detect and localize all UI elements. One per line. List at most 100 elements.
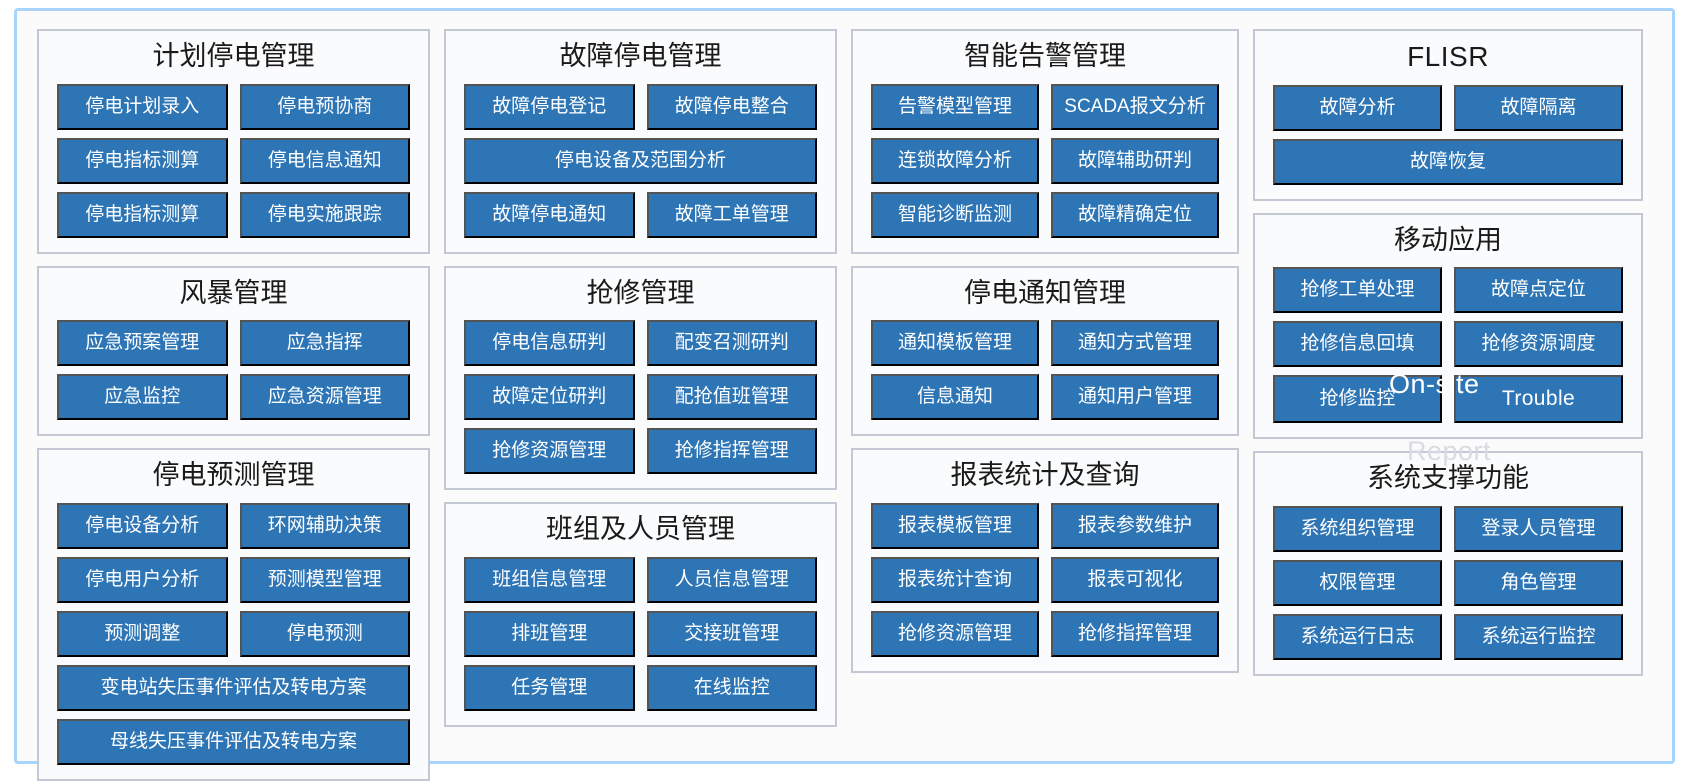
module-button[interactable]: 停电指标测算 (57, 191, 228, 238)
module-button[interactable]: SCADA报文分析 (1051, 83, 1219, 130)
card-title: 智能告警管理 (964, 41, 1126, 71)
module-button[interactable]: 停电设备分析 (57, 502, 228, 549)
button-row: 智能诊断监测故障精确定位 (871, 191, 1219, 238)
module-button[interactable]: 停电指标测算 (57, 137, 228, 184)
module-button[interactable]: 故障点定位 (1454, 267, 1623, 314)
module-card: 风暴管理应急预案管理应急指挥应急监控应急资源管理 (37, 265, 430, 437)
card-title: 计划停电管理 (152, 41, 315, 71)
module-button[interactable]: 通知模板管理 (871, 320, 1039, 367)
module-button[interactable]: 智能诊断监测 (871, 191, 1039, 238)
button-row: 停电指标测算停电信息通知 (57, 137, 410, 184)
module-button[interactable]: 应急预案管理 (57, 320, 228, 367)
module-button[interactable]: 母线失压事件评估及转电方案 (57, 718, 410, 765)
module-card: 系统支撑功能系统组织管理登录人员管理权限管理角色管理系统运行日志系统运行监控 (1253, 451, 1643, 676)
card-button-rows: 停电计划录入停电预协商停电指标测算停电信息通知停电指标测算停电实施跟踪 (57, 83, 410, 238)
module-button[interactable]: 人员信息管理 (646, 556, 817, 603)
module-button[interactable]: 抢修资源管理 (871, 610, 1039, 657)
module-button[interactable]: 变电站失压事件评估及转电方案 (57, 664, 410, 711)
module-button[interactable]: 抢修指挥管理 (646, 428, 817, 475)
button-row: 系统组织管理登录人员管理 (1273, 505, 1623, 552)
module-button[interactable]: 故障辅助研判 (1051, 137, 1219, 184)
module-button[interactable]: 抢修监控 (1273, 375, 1442, 424)
module-button[interactable]: 报表可视化 (1051, 556, 1219, 603)
card-button-rows: 通知模板管理通知方式管理信息通知通知用户管理 (871, 320, 1219, 421)
module-button[interactable]: 角色管理 (1454, 559, 1623, 606)
module-button[interactable]: 配变召测研判 (646, 320, 817, 367)
module-button[interactable]: 连锁故障分析 (871, 137, 1039, 184)
module-button[interactable]: 信息通知 (871, 374, 1039, 421)
module-button[interactable]: 故障隔离 (1454, 84, 1623, 131)
module-button[interactable]: 停电实施跟踪 (239, 191, 410, 238)
module-button[interactable]: 故障工单管理 (646, 191, 817, 238)
module-button[interactable]: 故障停电登记 (464, 83, 635, 130)
module-button[interactable]: 在线监控 (646, 664, 817, 711)
module-button[interactable]: 停电用户分析 (57, 556, 228, 603)
module-button[interactable]: 报表参数维护 (1051, 502, 1219, 549)
module-button[interactable]: 交接班管理 (646, 610, 817, 657)
module-button[interactable]: 应急资源管理 (239, 374, 410, 421)
button-row: 停电设备及范围分析 (464, 137, 817, 184)
button-row: 任务管理在线监控 (464, 664, 817, 711)
module-button[interactable]: 环网辅助决策 (239, 502, 410, 549)
module-card: 报表统计及查询报表模板管理报表参数维护报表统计查询报表可视化抢修资源管理抢修指挥… (851, 448, 1239, 673)
card-title: 停电预测管理 (152, 460, 315, 491)
module-button[interactable]: 班组信息管理 (464, 556, 635, 603)
module-button[interactable]: 故障精确定位 (1051, 191, 1219, 238)
module-button[interactable]: 系统组织管理 (1273, 505, 1442, 552)
module-button[interactable]: 预测调整 (57, 610, 228, 657)
module-button[interactable]: Trouble (1454, 375, 1623, 424)
button-row: 停电设备分析环网辅助决策 (57, 502, 410, 549)
module-button[interactable]: 抢修资源管理 (464, 428, 635, 475)
module-button[interactable]: 应急指挥 (239, 320, 410, 367)
module-button[interactable]: 系统运行日志 (1273, 613, 1442, 660)
module-button[interactable]: 系统运行监控 (1454, 613, 1623, 660)
module-button[interactable]: 抢修信息回填 (1273, 321, 1442, 368)
module-button[interactable]: 登录人员管理 (1454, 505, 1623, 552)
button-row: 应急预案管理应急指挥 (57, 320, 410, 367)
module-button[interactable]: 抢修指挥管理 (1051, 610, 1219, 657)
module-button[interactable]: 故障定位研判 (464, 374, 635, 421)
module-button[interactable]: 任务管理 (464, 664, 635, 711)
module-button[interactable]: 停电计划录入 (57, 83, 228, 130)
button-row: 抢修工单处理故障点定位 (1273, 267, 1623, 314)
module-button[interactable]: 停电预测 (239, 610, 410, 657)
button-row: 排班管理交接班管理 (464, 610, 817, 657)
card-title: 班组及人员管理 (546, 514, 735, 545)
module-button[interactable]: 应急监控 (57, 374, 228, 421)
module-card: 班组及人员管理班组信息管理人员信息管理排班管理交接班管理任务管理在线监控 (444, 502, 837, 727)
button-row: 应急监控应急资源管理 (57, 374, 410, 421)
module-button[interactable]: 通知方式管理 (1051, 320, 1219, 367)
module-button[interactable]: 故障停电整合 (646, 83, 817, 130)
module-button[interactable]: 报表统计查询 (871, 556, 1039, 603)
module-button[interactable]: 故障分析 (1273, 84, 1442, 131)
module-card: 停电预测管理停电设备分析环网辅助决策停电用户分析预测模型管理预测调整停电预测变电… (37, 448, 430, 781)
module-button[interactable]: 通知用户管理 (1051, 374, 1219, 421)
module-button[interactable]: 权限管理 (1273, 559, 1442, 606)
button-row: 系统运行日志系统运行监控 (1273, 613, 1623, 660)
module-button[interactable]: 抢修工单处理 (1273, 267, 1442, 314)
module-button[interactable]: 故障恢复 (1273, 138, 1623, 185)
module-column: 故障停电管理故障停电登记故障停电整合停电设备及范围分析故障停电通知故障工单管理抢… (444, 29, 837, 781)
module-button[interactable]: 故障停电通知 (464, 191, 635, 238)
module-button[interactable]: 停电设备及范围分析 (464, 137, 817, 184)
module-button[interactable]: 停电信息研判 (464, 320, 635, 367)
module-button[interactable]: 告警模型管理 (871, 83, 1039, 130)
module-button[interactable]: 停电信息通知 (239, 137, 410, 184)
button-row: 班组信息管理人员信息管理 (464, 556, 817, 603)
button-row: 停电指标测算停电实施跟踪 (57, 191, 410, 238)
module-button[interactable]: 停电预协商 (239, 83, 410, 130)
button-row: 故障停电通知故障工单管理 (464, 191, 817, 238)
module-button[interactable]: 抢修资源调度 (1454, 321, 1623, 368)
module-button[interactable]: 报表模板管理 (871, 502, 1039, 549)
button-row: 信息通知通知用户管理 (871, 374, 1219, 421)
module-button[interactable]: 预测模型管理 (239, 556, 410, 603)
module-button[interactable]: 配抢值班管理 (646, 374, 817, 421)
module-button[interactable]: 排班管理 (464, 610, 635, 657)
card-button-rows: 故障分析故障隔离故障恢复 (1273, 84, 1623, 185)
